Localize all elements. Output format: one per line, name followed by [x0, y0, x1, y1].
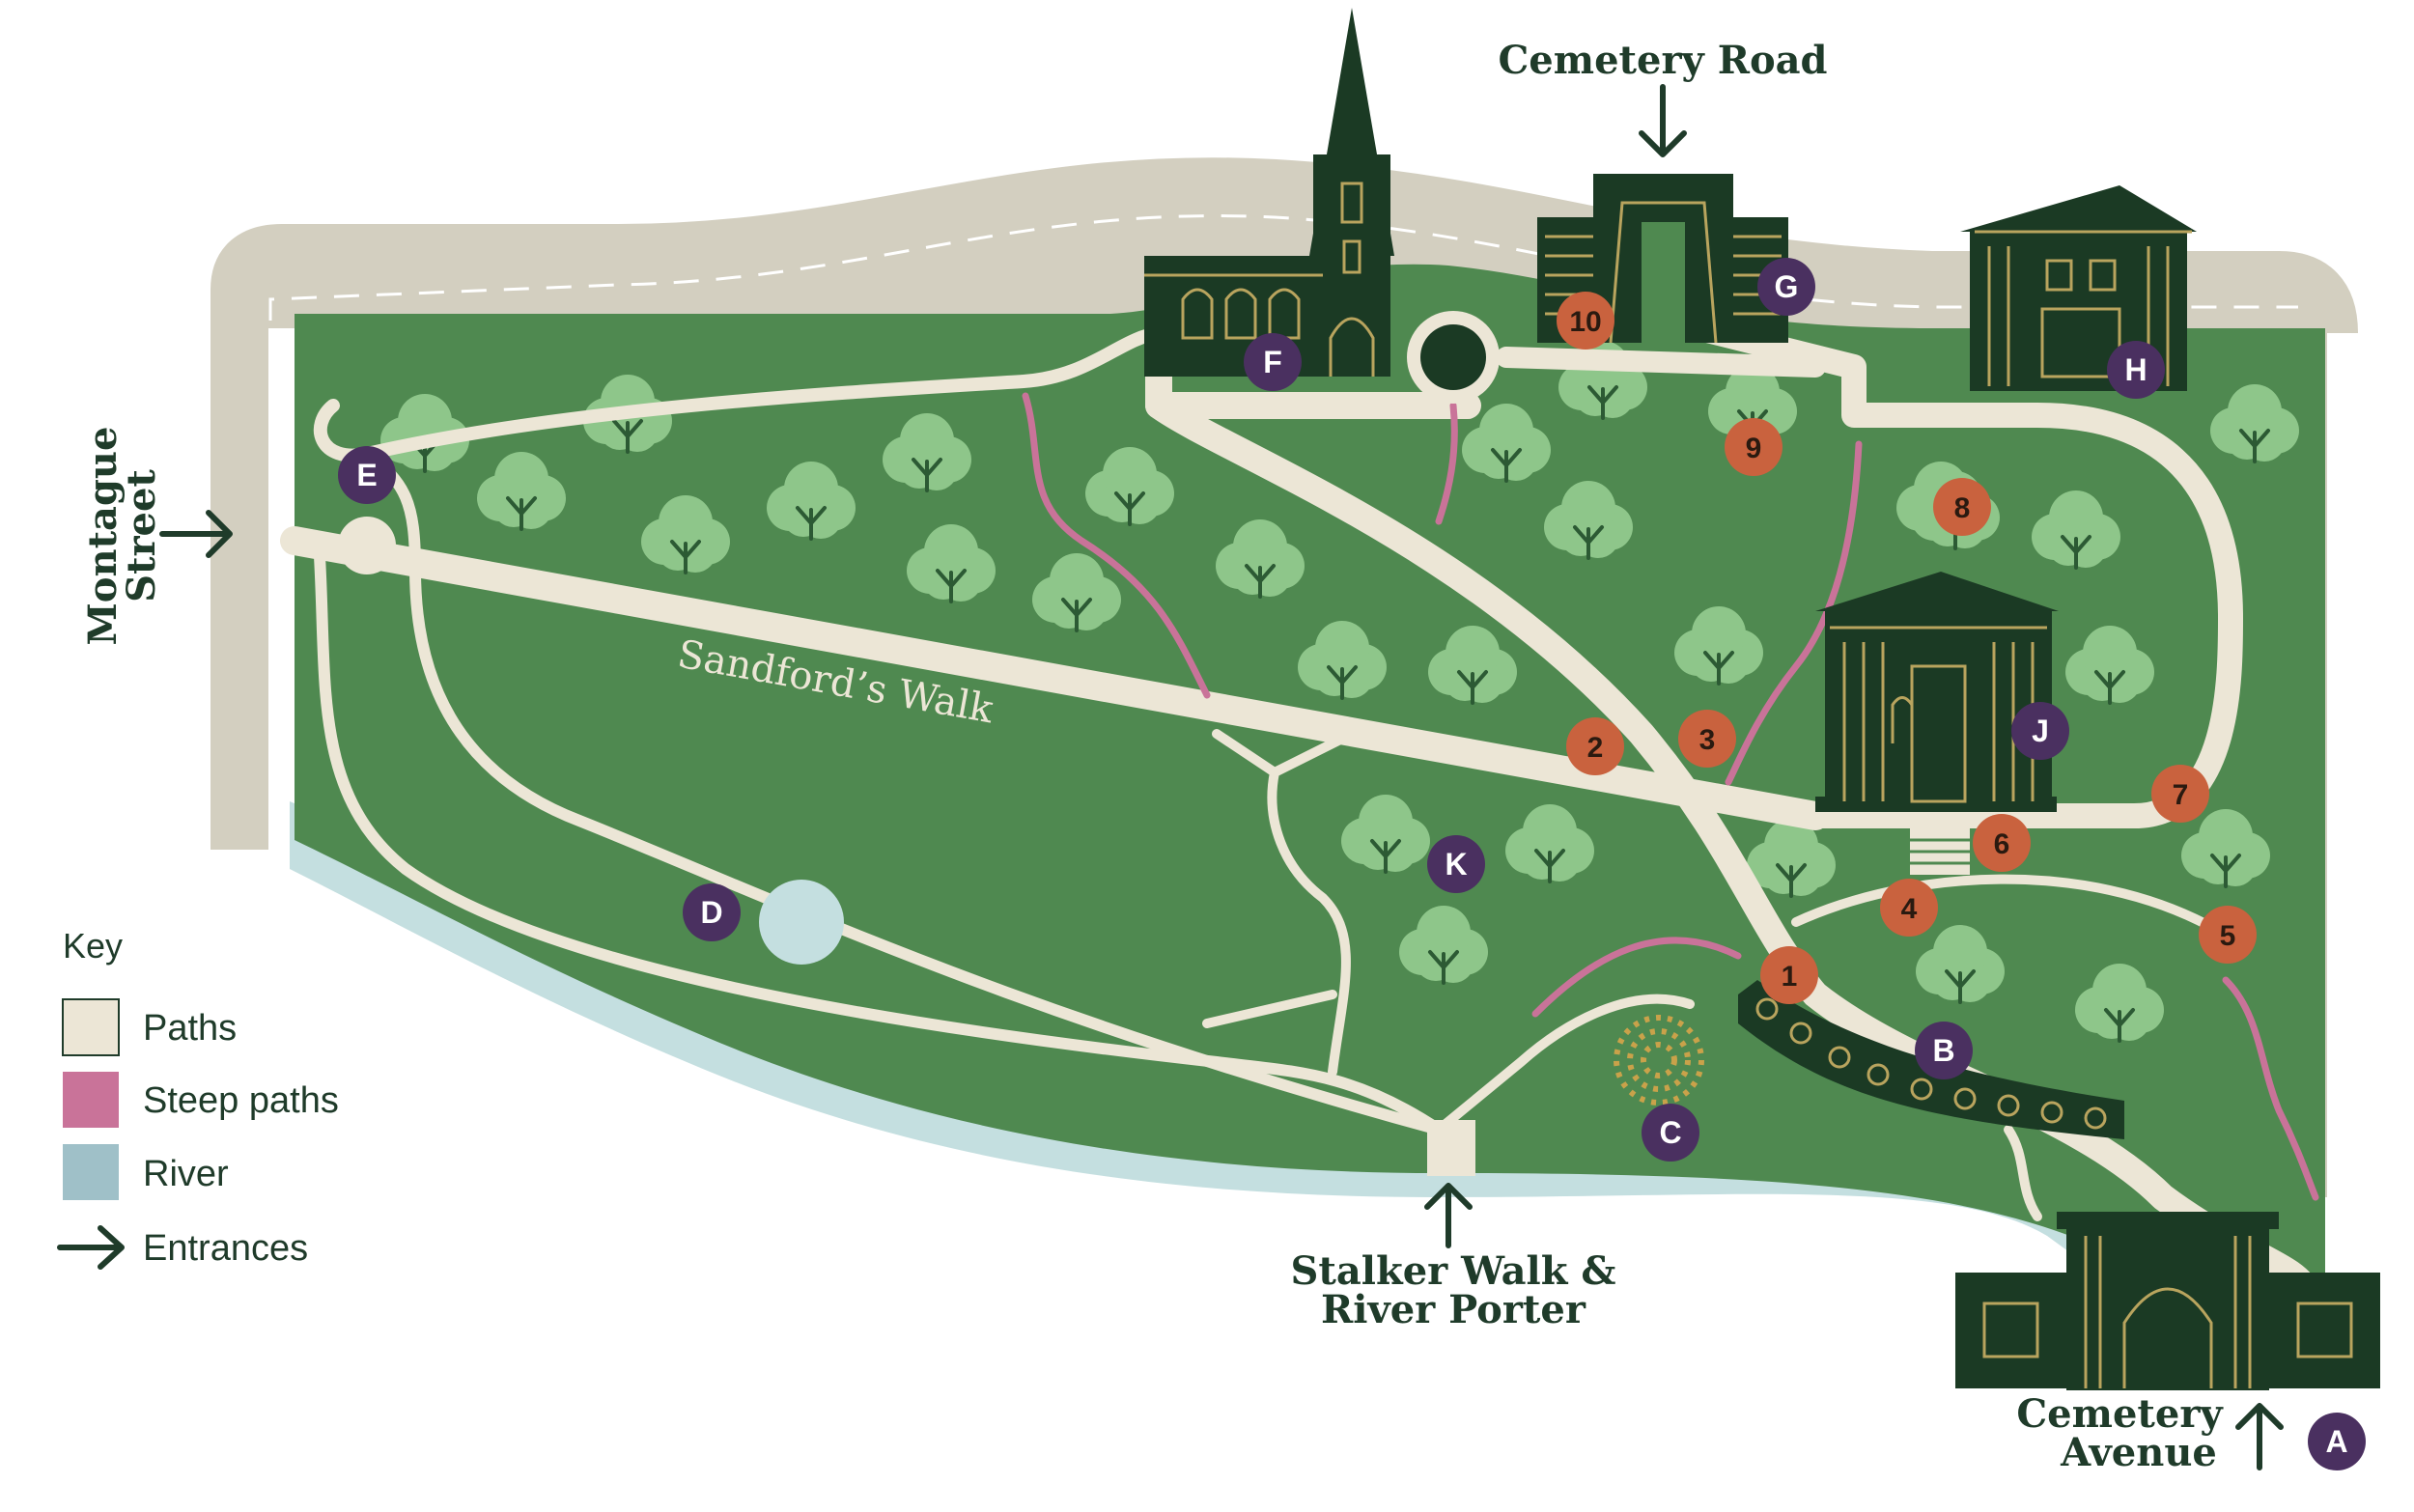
svg-text:H: H — [2124, 352, 2147, 387]
montague-street-label-line2: Street — [119, 469, 164, 602]
letter-markers: A B C D E F G H J K — [338, 258, 2366, 1470]
number-marker-2[interactable]: 2 — [1566, 717, 1624, 775]
dark-circle-inner — [1420, 324, 1486, 390]
cemetery-avenue-label-line1: Cemetery — [2016, 1391, 2224, 1437]
legend-entrances-label: Entrances — [143, 1228, 308, 1269]
svg-text:J: J — [2032, 714, 2049, 748]
letter-marker-h[interactable]: H — [2107, 341, 2165, 399]
svg-text:4: 4 — [1901, 893, 1918, 925]
letter-marker-c[interactable]: C — [1642, 1104, 1699, 1162]
letter-marker-f[interactable]: F — [1244, 333, 1302, 391]
svg-text:6: 6 — [1994, 828, 2010, 860]
cemetery-avenue-arrow — [2235, 1403, 2284, 1470]
letter-marker-a[interactable]: A — [2308, 1413, 2366, 1470]
road-centre-line — [268, 214, 2298, 830]
svg-text:F: F — [1263, 345, 1282, 379]
number-marker-4[interactable]: 4 — [1880, 879, 1938, 937]
number-marker-7[interactable]: 7 — [2151, 765, 2209, 823]
legend: Key Paths Steep paths River Entrances — [57, 926, 339, 1270]
svg-text:E: E — [356, 458, 377, 492]
letter-marker-g[interactable]: G — [1757, 258, 1815, 316]
letter-marker-k[interactable]: K — [1427, 835, 1485, 893]
svg-text:5: 5 — [2220, 920, 2236, 952]
legend-paths-swatch — [62, 998, 120, 1056]
stalker-walk-label-line1: Stalker Walk & — [1291, 1248, 1616, 1294]
svg-text:7: 7 — [2173, 779, 2189, 811]
letter-marker-j[interactable]: J — [2011, 702, 2069, 760]
number-marker-3[interactable]: 3 — [1678, 710, 1736, 768]
montague-street-arrow — [159, 510, 233, 558]
cemetery-road-label: Cemetery Road — [1498, 38, 1827, 83]
cemetery-avenue-label-line2: Avenue — [2060, 1430, 2217, 1475]
svg-text:2: 2 — [1587, 732, 1604, 764]
number-marker-10[interactable]: 10 — [1557, 292, 1614, 350]
svg-text:1: 1 — [1782, 961, 1798, 993]
svg-text:K: K — [1445, 847, 1467, 882]
river — [290, 801, 2182, 1313]
number-marker-1[interactable]: 1 — [1760, 946, 1818, 1004]
number-marker-5[interactable]: 5 — [2199, 906, 2257, 964]
letter-marker-b[interactable]: B — [1915, 1022, 1973, 1079]
svg-text:3: 3 — [1699, 724, 1716, 756]
number-marker-8[interactable]: 8 — [1933, 478, 1991, 536]
steep-paths — [1022, 392, 2319, 1201]
svg-text:C: C — [1659, 1115, 1681, 1150]
legend-title: Key — [63, 926, 123, 966]
legend-river-label: River — [143, 1154, 229, 1194]
svg-text:B: B — [1932, 1033, 1954, 1068]
river-gate — [1427, 1120, 1475, 1176]
letter-marker-e[interactable]: E — [338, 446, 396, 504]
stalker-walk-label-line2: River Porter — [1321, 1287, 1586, 1332]
number-marker-9[interactable]: 9 — [1725, 418, 1782, 476]
legend-steep-paths-swatch — [63, 1072, 119, 1128]
letter-marker-d[interactable]: D — [683, 883, 741, 941]
road-outer — [211, 157, 2358, 850]
legend-steep-paths-label: Steep paths — [143, 1080, 339, 1121]
stone-circle — [1614, 1015, 1704, 1106]
church — [1144, 8, 1394, 377]
montague-street-label-line1: Montague — [80, 427, 126, 646]
stalker-walk-arrow — [1424, 1183, 1473, 1248]
svg-text:D: D — [700, 895, 722, 930]
svg-text:10: 10 — [1569, 306, 1601, 338]
cemetery-road-arrow — [1639, 84, 1687, 157]
entrance-gateway — [1955, 1212, 2380, 1390]
svg-text:9: 9 — [1746, 433, 1762, 464]
chapel-building — [1815, 572, 2059, 812]
legend-entrances-arrow-icon — [57, 1225, 125, 1270]
svg-text:A: A — [2325, 1424, 2347, 1459]
legend-paths-label: Paths — [143, 1008, 237, 1049]
number-marker-6[interactable]: 6 — [1973, 814, 2031, 872]
number-markers: 1 2 3 4 5 6 7 8 9 10 — [1557, 292, 2257, 1004]
svg-text:G: G — [1775, 269, 1799, 304]
catacomb — [1738, 980, 2124, 1139]
legend-river-swatch — [63, 1144, 119, 1200]
gatehouse — [1537, 174, 1788, 344]
svg-text:8: 8 — [1954, 492, 1971, 524]
roundabout — [338, 517, 396, 574]
pond — [759, 880, 844, 965]
